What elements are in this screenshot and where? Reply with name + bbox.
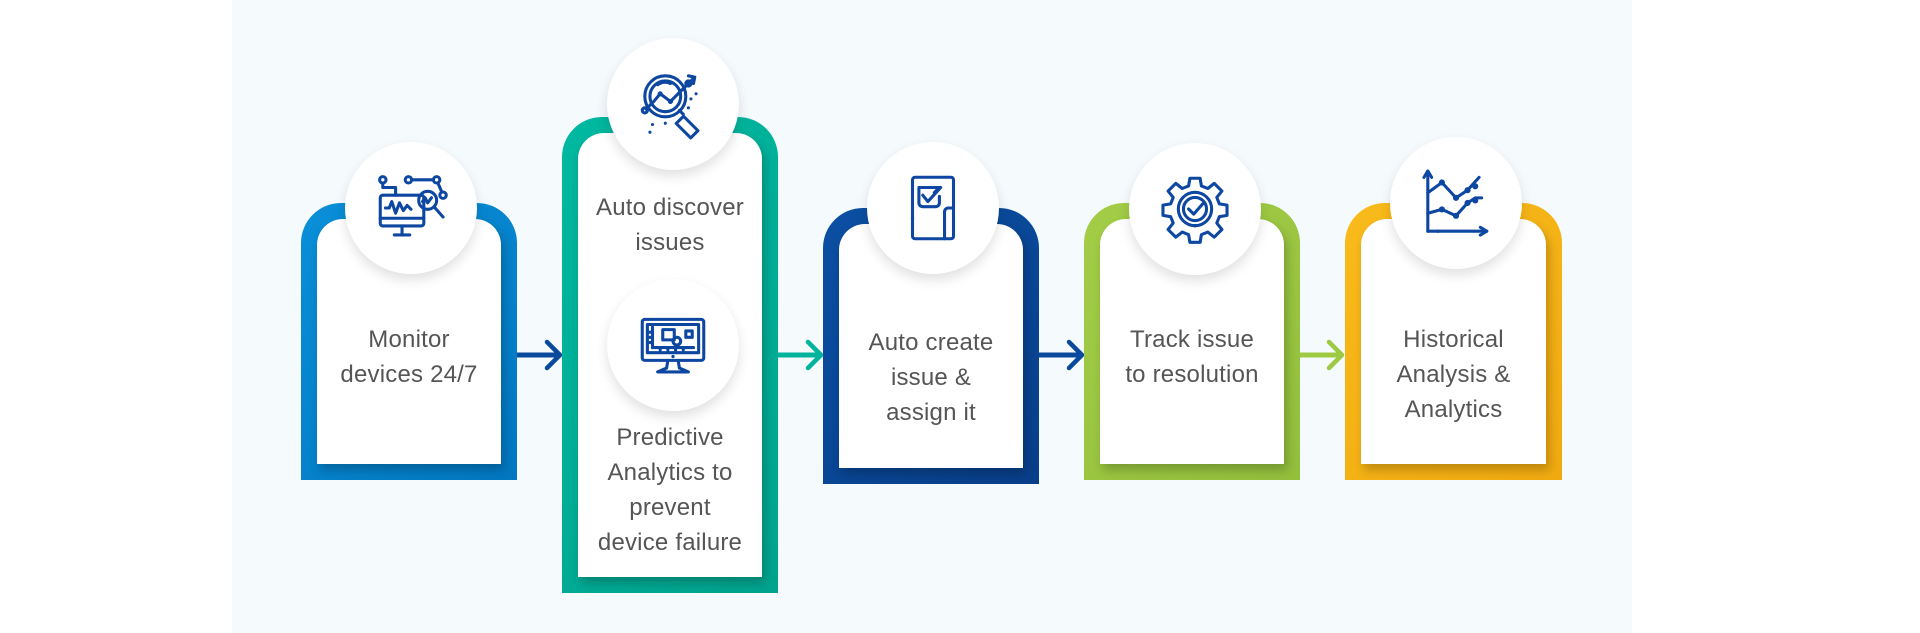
label-line: issue & [890,364,972,391]
label-line: prevent [629,494,711,521]
step-icon-circle [607,38,739,170]
label-line: Historical [1403,326,1504,353]
step-icon-circle [607,279,739,411]
label-line: Predictive [616,424,724,451]
label-line: Monitor [368,326,450,353]
arrow-1 [517,339,563,371]
label-line: Track issue [1129,326,1254,353]
magnifier-trend-icon [640,74,700,140]
arrow-4 [1299,339,1345,371]
label-line: issues [635,229,705,256]
step-card-create-assign [823,208,1039,484]
label-line: assign it [886,399,976,426]
step-label-discover: Auto discover issues [578,190,762,260]
arrow-3 [1039,339,1085,371]
label-line: Auto create [868,329,994,356]
step-label-create-assign: Auto create issue & assign it [839,325,1023,430]
label-line: Analytics [1404,396,1503,423]
monitor-analytics-icon [378,175,448,237]
label-line: Analytics to [607,459,733,486]
step-label-track: Track issue to resolution [1100,322,1284,392]
step-icon-circle [1390,137,1522,269]
step-label-monitor: Monitor devices 24/7 [317,322,501,392]
monitor-dashboard-icon [640,317,706,374]
label-line: to resolution [1125,361,1259,388]
checklist-document-icon [910,175,956,241]
step-label-historical: Historical Analysis & Analytics [1361,322,1546,427]
arrow-2 [778,339,824,371]
step-label-predict: Predictive Analytics to prevent device f… [578,420,762,560]
label-line: Auto discover [595,194,744,221]
step-icon-circle [867,142,999,274]
step-icon-circle [345,142,477,274]
step-icon-circle [1129,143,1261,275]
label-line: Analysis & [1396,361,1511,388]
label-line: device failure [597,529,743,556]
gear-check-icon [1161,176,1229,244]
line-chart-icon [1422,169,1489,237]
label-line: devices 24/7 [340,361,478,388]
